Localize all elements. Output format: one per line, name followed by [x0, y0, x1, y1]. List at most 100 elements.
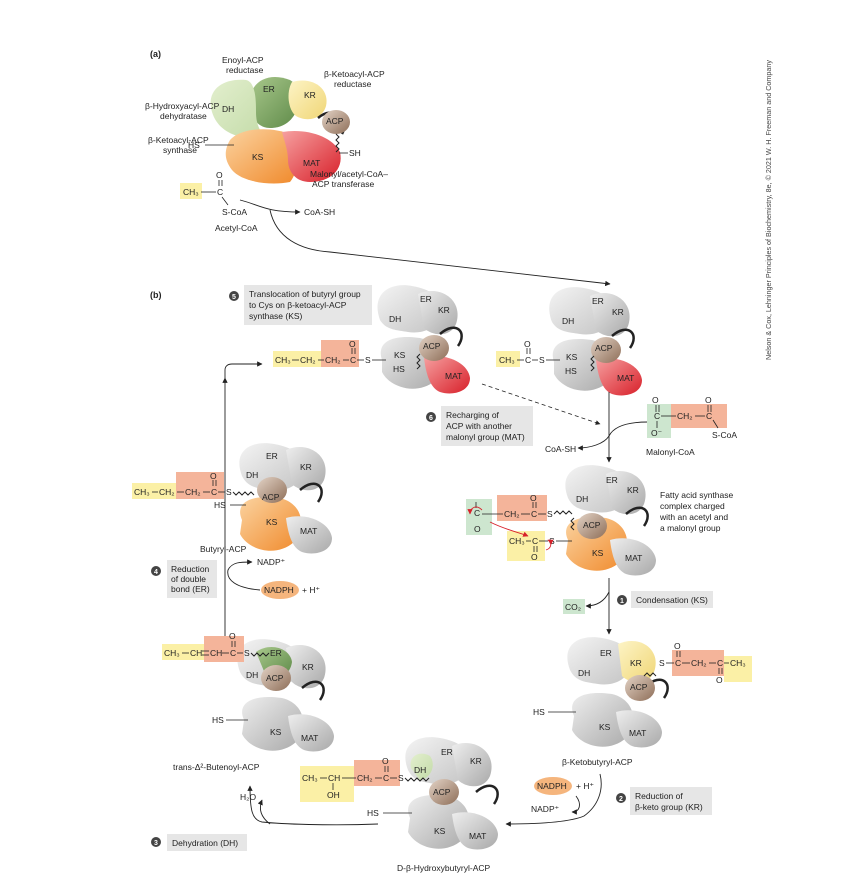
malonyl-coa-name: Malonyl-CoA — [646, 447, 695, 457]
pantetheine-arm-a — [335, 133, 340, 153]
dh-label-step5: DH — [389, 314, 401, 324]
dehydratase-line2: dehydratase — [160, 111, 207, 121]
er-label-tr: ER — [592, 296, 604, 306]
synthase-line2: synthase — [163, 145, 197, 155]
fas-complex-ketobutyryl — [548, 637, 669, 748]
tr-ch3: CH₃ — [499, 355, 515, 365]
kr-label-kb: KR — [630, 658, 642, 668]
tr-o: O — [524, 339, 531, 349]
step4-box — [167, 560, 217, 598]
nadph-pill-4 — [261, 581, 299, 599]
kr-label-step5: KR — [438, 305, 450, 315]
ch-mal-c2: C — [531, 509, 537, 519]
enoyl-reductase-line2: reductase — [226, 65, 264, 75]
mat-domain-a — [282, 130, 341, 182]
ketobutyryl-name: β-Ketobutyryl-ACP — [562, 757, 633, 767]
hs-label-step5: HS — [393, 364, 405, 374]
kr-label-by: KR — [300, 462, 312, 472]
coa-sh-release-arrow — [577, 421, 649, 451]
er-label-bu: ER — [270, 648, 282, 658]
dh-label-kb: DH — [578, 668, 590, 678]
hplus-4: + H⁺ — [302, 585, 320, 595]
hs-label-hb: HS — [367, 808, 379, 818]
mal-ominus: O⁻ — [651, 428, 662, 438]
hb-o: O — [382, 756, 389, 766]
ks-label-tr: KS — [566, 352, 578, 362]
mat-label-bu: MAT — [301, 733, 318, 743]
s5-o: O — [349, 339, 356, 349]
hydroxybutyryl-name: D-β-Hydroxybutyryl-ACP — [397, 863, 491, 873]
dehydratase-line1: β-Hydroxyacyl-ACP — [145, 101, 220, 111]
bu-ch3: CH₃ — [164, 648, 180, 658]
ks-label-by: KS — [266, 517, 278, 527]
fas-complex-charged — [565, 465, 656, 576]
step1-label: Condensation (KS) — [636, 595, 708, 605]
dh-label-by: DH — [246, 470, 258, 480]
ch-mal-o: O — [474, 524, 481, 534]
hb-oh: OH — [327, 790, 340, 800]
ch-ac-ch3: CH₃ — [509, 536, 525, 546]
step1-box — [631, 591, 713, 608]
kb-o: O — [674, 641, 681, 651]
er-domain-a — [250, 76, 300, 128]
mal-ch2: CH₂ — [677, 411, 693, 421]
acetyl-scoa: S-CoA — [222, 207, 247, 217]
acetyl-highlight — [180, 183, 202, 199]
fas-complex-butenoyl — [226, 639, 334, 752]
acp-label-bu: ACP — [266, 673, 284, 683]
step6-line1: Recharging of — [446, 410, 500, 420]
dh-label-hb: DH — [414, 765, 426, 775]
hb-ch3: CH₃ — [302, 773, 318, 783]
transferase-line2: ACP transferase — [312, 179, 374, 189]
step4-line3: bond (ER) — [171, 584, 210, 594]
by-ch2b: CH₂ — [185, 487, 201, 497]
dh-label-tr: DH — [562, 316, 574, 326]
ch-mal-o2: O — [530, 493, 537, 503]
ks-label-kb: KS — [599, 722, 611, 732]
acetyl-ch3: CH₃ — [183, 187, 199, 197]
step1-number: 1 — [620, 598, 624, 605]
acetyl-o: O — [216, 170, 223, 180]
step4-line1: Reduction — [171, 564, 210, 574]
ch-ac-c: C — [532, 536, 538, 546]
dh-domain-a — [210, 79, 266, 139]
mat-label-ch: MAT — [625, 553, 642, 563]
mal-o2: O — [705, 395, 712, 405]
mat-label-hb: MAT — [469, 831, 486, 841]
ch-mal-s: S — [547, 509, 553, 519]
ketoacyl-reductase-line2: reductase — [334, 79, 372, 89]
fas-complex-acetyl-loaded — [549, 287, 642, 396]
charged-desc-2: complex charged — [660, 501, 725, 511]
butenoyl-name: trans-Δ²-Butenoyl-ACP — [173, 762, 260, 772]
fas-complex-step5 — [377, 285, 470, 394]
nadph-4: NADPH — [264, 585, 294, 595]
charged-desc-4: a malonyl group — [660, 523, 721, 533]
reduction-arrow — [505, 773, 602, 827]
er-label-ch: ER — [606, 475, 618, 485]
mat-label-step5: MAT — [445, 371, 462, 381]
er-label-by: ER — [266, 451, 278, 461]
by-c: C — [211, 487, 217, 497]
step5-box — [244, 285, 372, 325]
ks-label-ch: KS — [592, 548, 604, 558]
kb-o2: O — [716, 675, 723, 685]
mat-label-kb: MAT — [629, 728, 646, 738]
mal-o1: O — [652, 395, 659, 405]
sh-label-a: SH — [349, 148, 361, 158]
charged-desc-1: Fatty acid synthase — [660, 490, 734, 500]
step3-number: 3 — [154, 840, 158, 847]
s5-s: S — [365, 355, 371, 365]
acp-label-ch: ACP — [583, 520, 601, 530]
mal-c2: C — [706, 411, 712, 421]
step2-box — [630, 787, 712, 815]
kb-c2: C — [717, 658, 723, 668]
acp-label-a: ACP — [326, 116, 344, 126]
hs-label-by: HS — [214, 500, 226, 510]
step5-number: 5 — [232, 294, 236, 301]
ks-domain-a — [225, 129, 297, 184]
hs-label-a: HS — [188, 140, 200, 150]
kr-label-a: KR — [304, 90, 316, 100]
ks-label-hb: KS — [434, 826, 446, 836]
ketoacyl-reductase-line1: β-Ketoacyl-ACP — [324, 69, 385, 79]
mat-label-tr: MAT — [617, 373, 634, 383]
